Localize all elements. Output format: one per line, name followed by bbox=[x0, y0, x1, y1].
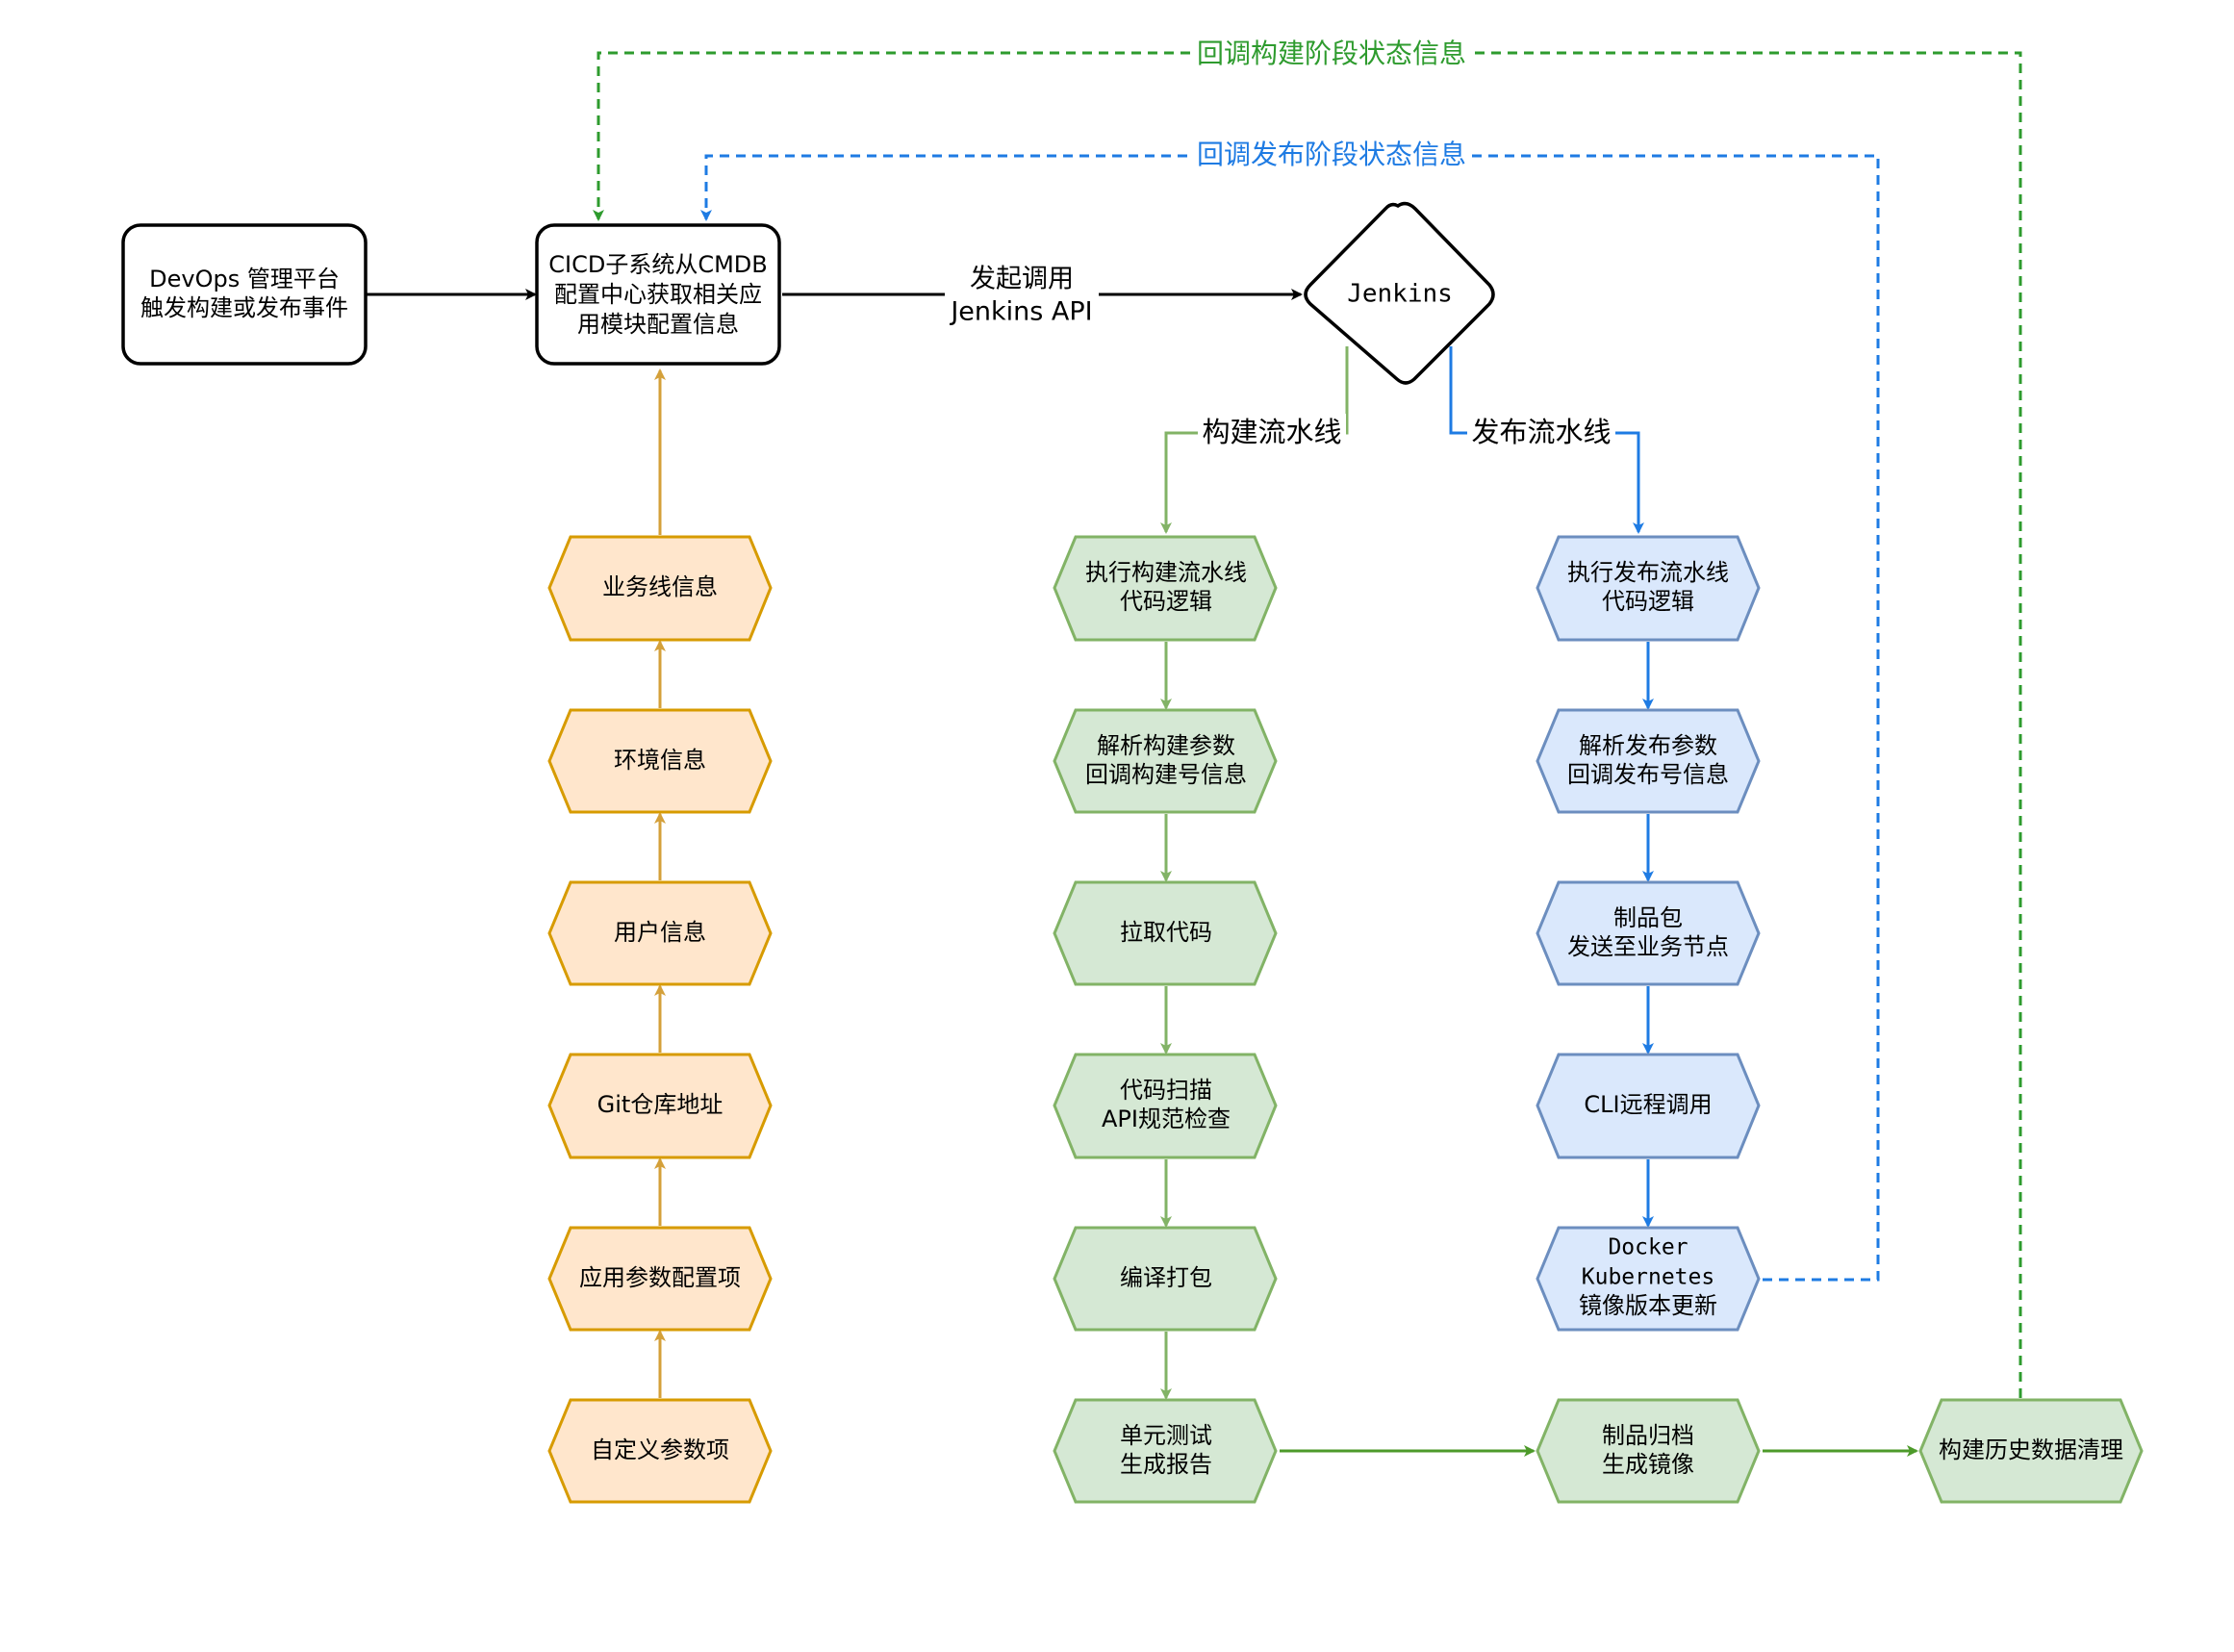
devops-line2: 触发构建或发布事件 bbox=[140, 294, 348, 321]
release-step-cli-call: CLI远程调用 bbox=[1536, 1053, 1761, 1159]
build-step-line1: 执行构建流水线 bbox=[1085, 559, 1247, 586]
node-devops-platform: DevOps 管理平台 触发构建或发布事件 bbox=[121, 223, 368, 366]
release-step-image-update: Docker Kubernetes 镜像版本更新 bbox=[1536, 1226, 1761, 1332]
label-invoke-line2: Jenkins API bbox=[949, 297, 1092, 327]
label-release-pipeline: 发布流水线 bbox=[1471, 416, 1611, 448]
node-archive: 制品归档 生成镜像 bbox=[1536, 1398, 1761, 1504]
config-item-label: 业务线信息 bbox=[602, 573, 718, 600]
build-step-compile: 编译打包 bbox=[1053, 1226, 1278, 1332]
release-step-line1: Docker bbox=[1608, 1235, 1688, 1260]
cleanup-label: 构建历史数据清理 bbox=[1939, 1436, 2123, 1463]
release-step-line2: Kubernetes bbox=[1582, 1265, 1714, 1290]
edge-callback-build bbox=[593, 51, 2022, 1398]
release-step-execute: 执行发布流水线 代码逻辑 bbox=[1536, 535, 1761, 642]
jenkins-label: Jenkins bbox=[1347, 280, 1453, 309]
release-step-line1: CLI远程调用 bbox=[1584, 1091, 1712, 1118]
build-step-unit-test: 单元测试 生成报告 bbox=[1053, 1398, 1278, 1504]
config-item-environment: 环境信息 bbox=[547, 708, 773, 814]
build-step-pull-code: 拉取代码 bbox=[1053, 880, 1278, 986]
label-callback-release: 回调发布阶段状态信息 bbox=[1197, 139, 1466, 170]
release-step-line1: 解析发布参数 bbox=[1579, 732, 1717, 759]
build-step-code-scan: 代码扫描 API规范检查 bbox=[1053, 1053, 1278, 1159]
build-step-line1: 编译打包 bbox=[1120, 1264, 1212, 1291]
label-callback-build: 回调构建阶段状态信息 bbox=[1197, 38, 1466, 69]
build-step-line1: 拉取代码 bbox=[1120, 919, 1212, 946]
release-step-line2: 发送至业务节点 bbox=[1567, 933, 1729, 960]
release-step-line1: 执行发布流水线 bbox=[1567, 559, 1729, 586]
devops-line1: DevOps 管理平台 bbox=[149, 266, 340, 292]
release-step-send-artifact: 制品包 发送至业务节点 bbox=[1536, 880, 1761, 986]
release-steps: 执行发布流水线 代码逻辑 解析发布参数 回调发布号信息 制品包 发送至业务节点 … bbox=[1536, 535, 1761, 1332]
release-step-line2: 回调发布号信息 bbox=[1567, 761, 1729, 788]
cicd-line2: 配置中心获取相关应 bbox=[554, 281, 762, 308]
config-item-label: Git仓库地址 bbox=[597, 1091, 724, 1118]
build-step-line1: 解析构建参数 bbox=[1097, 732, 1235, 759]
node-cleanup: 构建历史数据清理 bbox=[1918, 1398, 2144, 1504]
archive-line1: 制品归档 bbox=[1602, 1422, 1694, 1449]
build-step-line1: 代码扫描 bbox=[1120, 1077, 1212, 1104]
config-item-business-line: 业务线信息 bbox=[547, 535, 773, 642]
label-build-pipeline: 构建流水线 bbox=[1202, 416, 1341, 448]
node-jenkins: Jenkins bbox=[1304, 201, 1495, 385]
build-step-line2: 生成报告 bbox=[1120, 1451, 1212, 1478]
release-step-line1: 制品包 bbox=[1613, 904, 1683, 931]
build-step-line2: 代码逻辑 bbox=[1120, 588, 1212, 615]
label-invoke-line1: 发起调用 bbox=[970, 265, 1074, 294]
build-step-line2: API规范检查 bbox=[1102, 1106, 1231, 1132]
build-steps: 执行构建流水线 代码逻辑 解析构建参数 回调构建号信息 拉取代码 代码扫描 AP… bbox=[1053, 535, 1278, 1504]
build-step-line1: 单元测试 bbox=[1120, 1422, 1212, 1449]
config-item-label: 用户信息 bbox=[614, 919, 706, 946]
build-step-parse-params: 解析构建参数 回调构建号信息 bbox=[1053, 708, 1278, 814]
config-item-app-params: 应用参数配置项 bbox=[547, 1226, 773, 1332]
build-step-execute: 执行构建流水线 代码逻辑 bbox=[1053, 535, 1278, 642]
config-items: 业务线信息 环境信息 用户信息 Git仓库地址 应用参数配置项 自定义参数项 bbox=[547, 535, 773, 1504]
build-step-line2: 回调构建号信息 bbox=[1085, 761, 1247, 788]
config-item-label: 环境信息 bbox=[614, 747, 706, 774]
archive-line2: 生成镜像 bbox=[1602, 1451, 1694, 1478]
release-step-line3: 镜像版本更新 bbox=[1579, 1292, 1717, 1319]
config-item-user: 用户信息 bbox=[547, 880, 773, 986]
config-item-label: 自定义参数项 bbox=[591, 1436, 729, 1463]
release-step-parse-params: 解析发布参数 回调发布号信息 bbox=[1536, 708, 1761, 814]
node-cicd-subsystem: CICD子系统从CMDB 配置中心获取相关应 用模块配置信息 bbox=[535, 223, 781, 366]
cicd-line1: CICD子系统从CMDB bbox=[548, 251, 767, 278]
config-item-label: 应用参数配置项 bbox=[579, 1264, 741, 1291]
release-step-line2: 代码逻辑 bbox=[1602, 588, 1694, 615]
config-item-git-repo: Git仓库地址 bbox=[547, 1053, 773, 1159]
config-item-custom-params: 自定义参数项 bbox=[547, 1398, 773, 1504]
cicd-line3: 用模块配置信息 bbox=[577, 311, 739, 338]
